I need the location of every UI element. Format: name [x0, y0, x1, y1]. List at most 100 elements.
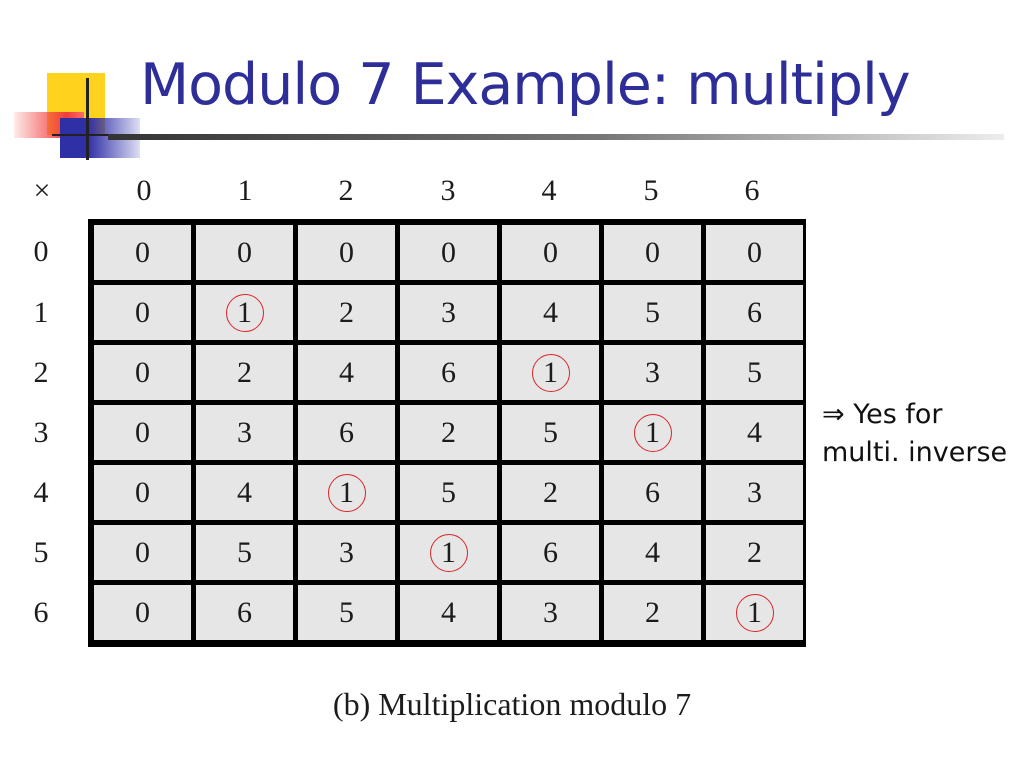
table-cell: 1: [196, 285, 293, 340]
table-cell: 6: [298, 405, 395, 460]
table-corner-symbol: ×: [33, 174, 51, 207]
table-cell: 0: [94, 525, 191, 580]
table-cell: 1: [298, 465, 395, 520]
cell-value: 3: [747, 476, 762, 509]
cell-value: 2: [543, 476, 558, 509]
cell-value: 1: [339, 476, 354, 509]
column-header: 2: [338, 174, 354, 207]
cell-value: 6: [237, 596, 252, 629]
table-cell: 5: [196, 525, 293, 580]
table-cell: 6: [502, 525, 599, 580]
table-cell: 3: [706, 465, 803, 520]
table-cell: 3: [502, 585, 599, 640]
table-cell: 3: [196, 405, 293, 460]
cell-value: 0: [135, 536, 150, 569]
table-cell: 6: [196, 585, 293, 640]
table-cell: 4: [298, 345, 395, 400]
cell-value: 6: [339, 416, 354, 449]
row-header: 5: [33, 536, 49, 569]
table-cell: 2: [706, 525, 803, 580]
cell-value: 1: [441, 536, 456, 569]
table-cell: 0: [94, 405, 191, 460]
row-header: 1: [33, 296, 49, 329]
table-cell: 1: [502, 345, 599, 400]
table-cell: 2: [502, 465, 599, 520]
inverse-note-line1: ⇒ Yes for: [822, 399, 943, 430]
table-cell: 3: [298, 525, 395, 580]
cell-value: 5: [237, 536, 252, 569]
logo-vertical-line: [86, 78, 89, 160]
row-header: 3: [33, 416, 49, 449]
cell-value: 5: [747, 356, 762, 389]
table-cell: 0: [604, 225, 701, 280]
table-caption: (b) Multiplication modulo 7: [332, 686, 692, 722]
cell-value: 3: [339, 536, 354, 569]
cell-value: 6: [543, 536, 558, 569]
cell-value: 0: [747, 236, 762, 269]
cell-value: 0: [135, 596, 150, 629]
table-cell: 5: [604, 285, 701, 340]
cell-value: 6: [645, 476, 660, 509]
cell-value: 2: [237, 356, 252, 389]
row-header: 6: [33, 596, 49, 629]
cell-value: 0: [135, 416, 150, 449]
table-cell: 3: [604, 345, 701, 400]
table-cell: 1: [400, 525, 497, 580]
cell-value: 3: [441, 296, 456, 329]
table-cell: 4: [196, 465, 293, 520]
cell-value: 4: [645, 536, 660, 569]
table-cell: 0: [94, 585, 191, 640]
inverse-note: ⇒ Yes for multi. inverse: [822, 396, 1007, 472]
row-header: 4: [33, 476, 49, 509]
column-header: 4: [541, 174, 557, 207]
cell-value: 3: [543, 596, 558, 629]
cell-value: 5: [543, 416, 558, 449]
cell-value: 2: [645, 596, 660, 629]
inverse-note-line2: multi. inverse: [822, 437, 1008, 468]
column-header: 0: [136, 174, 152, 207]
row-header: 0: [33, 235, 49, 268]
cell-value: 5: [441, 476, 456, 509]
table-cell: 6: [604, 465, 701, 520]
table-cell: 4: [502, 285, 599, 340]
slide-logo: [0, 0, 150, 170]
table-cell: 5: [298, 585, 395, 640]
cell-value: 3: [237, 416, 252, 449]
table-cell: 6: [706, 285, 803, 340]
cell-value: 1: [747, 596, 762, 629]
table-cell: 0: [196, 225, 293, 280]
column-header: 1: [237, 174, 253, 207]
table-cell: 2: [400, 405, 497, 460]
table-cell: 0: [400, 225, 497, 280]
row-header: 2: [33, 356, 49, 389]
cell-value: 4: [747, 416, 762, 449]
cell-value: 2: [441, 416, 456, 449]
title-rule: [108, 134, 1004, 140]
table-cell: 1: [706, 585, 803, 640]
slide-title: Modulo 7 Example: multiply: [140, 52, 911, 118]
column-header: 5: [643, 174, 659, 207]
table-cell: 2: [196, 345, 293, 400]
column-header: 3: [440, 174, 456, 207]
cell-value: 1: [237, 296, 252, 329]
table-cell: 0: [94, 345, 191, 400]
cell-value: 4: [441, 596, 456, 629]
table-cell: 2: [298, 285, 395, 340]
cell-value: 5: [645, 296, 660, 329]
cell-value: 0: [645, 236, 660, 269]
cell-value: 0: [135, 296, 150, 329]
table-cell: 6: [400, 345, 497, 400]
cell-value: 2: [339, 296, 354, 329]
table-cell: 2: [604, 585, 701, 640]
cell-value: 0: [339, 236, 354, 269]
table-cell: 1: [604, 405, 701, 460]
cell-value: 5: [339, 596, 354, 629]
cell-value: 0: [135, 476, 150, 509]
table-cell: 4: [400, 585, 497, 640]
table-cell: 0: [94, 225, 191, 280]
cell-value: 6: [747, 296, 762, 329]
cell-value: 3: [645, 356, 660, 389]
cell-value: 4: [339, 356, 354, 389]
cell-value: 1: [543, 356, 558, 389]
cell-value: 0: [441, 236, 456, 269]
